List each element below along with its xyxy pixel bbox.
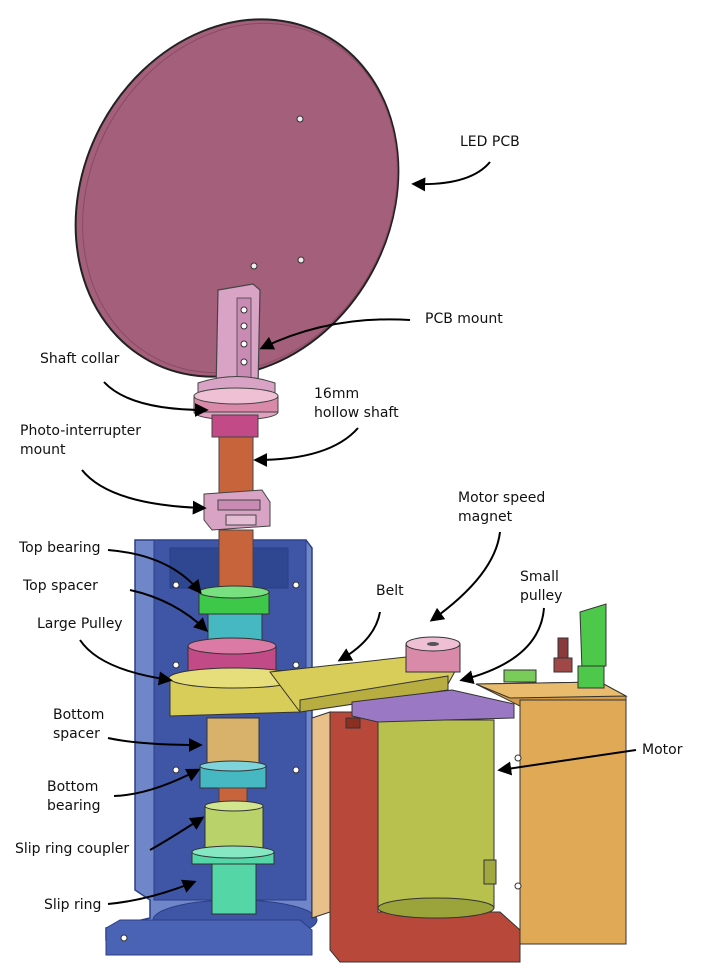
small-pulley [405, 636, 461, 673]
motor-plate [351, 689, 515, 723]
hollow-shaft-lower [218, 529, 254, 591]
label-large-pulley: Large Pulley [37, 616, 123, 632]
label-top-spacer: Top spacer [23, 578, 98, 594]
top-bearing [198, 585, 270, 615]
label-led-pcb: LED PCB [460, 134, 520, 150]
bottom-spacer [206, 717, 260, 767]
label-pcb-mount: PCB mount [425, 311, 503, 327]
toggle-switch [553, 603, 607, 689]
shaft-adapter [211, 414, 259, 438]
label-shaft-collar: Shaft collar [40, 351, 120, 367]
leader-arrows [79, 161, 637, 905]
label-slip-ring-coupler: Slip ring coupler [15, 841, 130, 857]
label-belt: Belt [376, 583, 404, 599]
bottom-bearing [199, 760, 267, 789]
label-slip-ring: Slip ring [44, 897, 102, 913]
motor-body [377, 719, 497, 919]
label-motor: Motor [642, 742, 683, 758]
photo-interrupter-mount [203, 489, 271, 531]
slip-ring [191, 845, 275, 915]
led-pcb-disc [74, 18, 400, 378]
large-pulley [168, 637, 302, 717]
hollow-shaft-upper [218, 436, 254, 496]
slip-ring-coupler [204, 800, 264, 849]
label-top-bearing: Top bearing [19, 540, 101, 556]
